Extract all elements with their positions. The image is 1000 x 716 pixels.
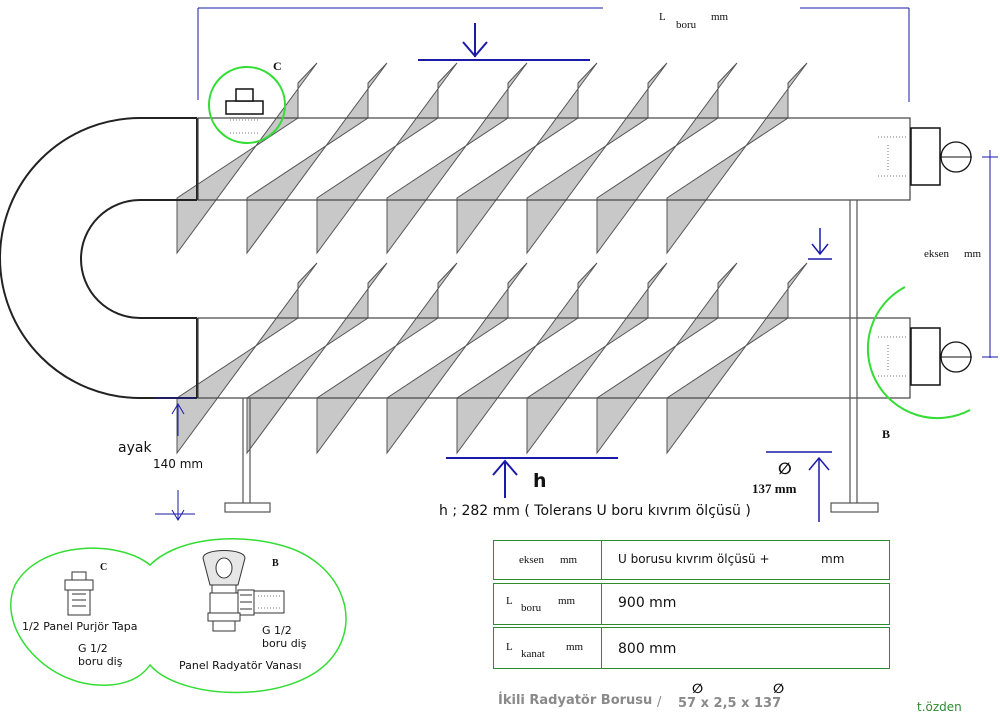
- bottom-h-marker: [446, 457, 618, 498]
- tapa-label: 1/2 Panel Purjör Tapa: [22, 620, 137, 633]
- eksen-dimension-line: [982, 150, 998, 358]
- fin-height-marker: [808, 228, 832, 260]
- top-end-cap: [910, 127, 941, 186]
- l-boru-symbol: L: [659, 11, 666, 23]
- fins-group: [176, 62, 808, 455]
- table-row-eksen: eksen mm U borusu kıvrım ölçüsü + mm: [493, 540, 890, 580]
- row-unit: mm: [566, 641, 584, 653]
- purge-plug-small-icon: [64, 571, 94, 616]
- legend-b-letter: B: [272, 558, 279, 569]
- tapa-thread-1: G 1/2: [78, 642, 108, 655]
- top-pipe: [197, 117, 911, 201]
- fin-top-3: [316, 62, 458, 255]
- ayak-label: ayak: [118, 440, 152, 456]
- footer-title: İkili Radyatör Borusu: [498, 692, 652, 708]
- eksen-unit: mm: [964, 248, 982, 260]
- valve-thread-2: boru diş: [262, 637, 307, 650]
- l-boru-subscript: boru: [676, 19, 697, 31]
- fin-top-2: [246, 62, 388, 255]
- fin-top-5: [456, 62, 598, 255]
- left-leg: [224, 398, 271, 513]
- row-unit: mm: [560, 554, 578, 566]
- l-boru-unit: mm: [711, 11, 729, 23]
- fin-bottom-4: [386, 262, 528, 455]
- fin-bottom-1: [176, 262, 318, 455]
- h-note: h ; 282 mm ( Tolerans U boru kıvrım ölçü…: [439, 503, 751, 519]
- row-label: L: [506, 641, 513, 653]
- diameter-symbol: ∅: [778, 459, 792, 478]
- row-unit: mm: [558, 595, 576, 607]
- thread-dots: [878, 136, 906, 377]
- fin-bottom-2: [246, 262, 388, 455]
- purge-plug-body: [225, 100, 264, 115]
- diameter-marker: [766, 451, 832, 522]
- l-boru-dimension-line: [197, 7, 910, 102]
- row-value-unit: mm: [821, 552, 845, 566]
- row-value: 800 mm: [618, 641, 677, 657]
- row-value: U borusu kıvrım ölçüsü +: [618, 552, 770, 566]
- tapa-thread-2: boru diş: [78, 655, 123, 668]
- bottom-end-cap: [910, 327, 941, 386]
- callout-b-letter: B: [882, 427, 890, 441]
- callout-c-letter: C: [273, 59, 282, 73]
- signature: t.özden: [917, 700, 962, 714]
- legend-c-letter: C: [100, 562, 107, 573]
- footer-dia1: ∅: [692, 682, 703, 697]
- row-label: eksen: [519, 554, 545, 566]
- table-row-l-kanat: L kanat mm 800 mm: [493, 627, 890, 669]
- diameter-value: 137 mm: [752, 481, 797, 496]
- fin-bottom-5: [456, 262, 598, 455]
- right-leg: [830, 200, 879, 513]
- valve-thread-1: G 1/2: [262, 624, 292, 637]
- ayak-value: 140 mm: [153, 457, 203, 471]
- fin-top-6: [526, 62, 668, 255]
- footer-dia2: ∅: [773, 682, 784, 697]
- valve-label: Panel Radyatör Vanası: [179, 659, 302, 672]
- top-h-marker: [418, 23, 590, 61]
- footer-separator: /: [657, 695, 662, 710]
- fin-bottom-7: [596, 262, 738, 455]
- fin-bottom-3: [316, 262, 458, 455]
- row-sub: kanat: [521, 648, 545, 660]
- fin-top-4: [386, 62, 528, 255]
- fin-top-7: [596, 62, 738, 255]
- legend-outline: [10, 538, 347, 694]
- fin-top-1: [176, 62, 318, 255]
- bottom-pipe: [197, 317, 911, 399]
- callout-c-circle: [208, 66, 286, 144]
- row-label: L: [506, 595, 513, 607]
- row-value: 900 mm: [618, 595, 677, 611]
- callout-b-arc: [866, 286, 971, 420]
- fin-top-8: [666, 62, 808, 255]
- fin-bottom-8: [666, 262, 808, 455]
- footer-spec: 57 x 2,5 x 137: [678, 696, 781, 711]
- table-row-l-boru: L boru mm 900 mm: [493, 583, 890, 625]
- h-symbol: h: [533, 470, 547, 492]
- fin-bottom-6: [526, 262, 668, 455]
- u-bend-outer: [0, 117, 197, 399]
- row-sub: boru: [521, 602, 542, 614]
- eksen-label: eksen: [924, 248, 950, 260]
- purge-plug-head: [235, 88, 254, 102]
- ayak-dimension-line: [155, 397, 195, 521]
- u-bend-inner: [80, 199, 197, 319]
